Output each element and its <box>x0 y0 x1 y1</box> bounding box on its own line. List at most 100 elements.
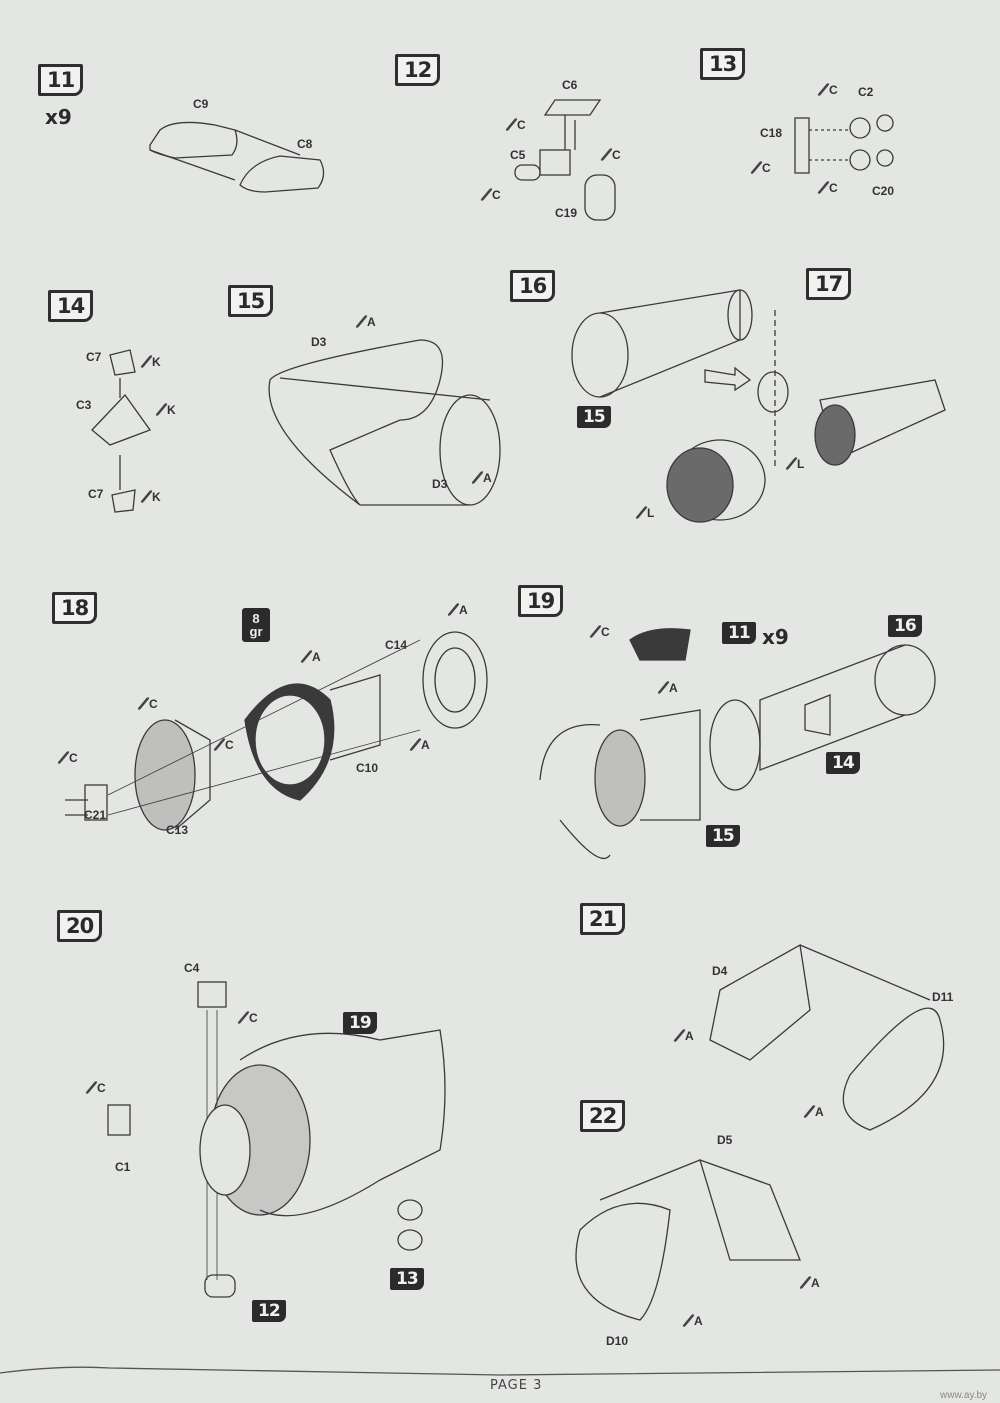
part-label: A <box>409 737 430 752</box>
footer-rule <box>0 1366 1000 1376</box>
step-number-14: 14 <box>48 290 94 322</box>
part-label: C <box>237 1010 258 1025</box>
part-label-text: C <box>249 1011 258 1025</box>
part-label: C13 <box>166 823 189 837</box>
step-number-12: 12 <box>395 54 441 86</box>
part-label: C <box>750 160 771 175</box>
part-label-text: C <box>492 188 501 202</box>
part-label: C <box>600 147 621 162</box>
part-label: L <box>635 505 654 520</box>
step-number-18: 18 <box>52 592 98 624</box>
drawing-step-16 <box>571 289 753 398</box>
step-ref-badge-14: 14 <box>826 752 860 774</box>
step-number-20: 20 <box>57 910 103 942</box>
part-label: C <box>57 750 78 765</box>
part-label: C8 <box>297 137 313 151</box>
part-label: C7 <box>88 487 104 501</box>
step-ref-badge-15: 15 <box>577 406 611 428</box>
part-label: C19 <box>555 206 578 220</box>
step-ref-badge-13: 13 <box>390 1268 424 1290</box>
part-label-text: C <box>225 738 234 752</box>
part-label: A <box>673 1028 694 1043</box>
part-label: D4 <box>712 964 728 978</box>
drawing-step-17 <box>666 310 946 523</box>
part-label: A <box>300 649 321 664</box>
step-ref-badge-11: 11 <box>722 622 756 644</box>
part-label: C <box>505 117 526 132</box>
part-label-text: A <box>483 471 492 485</box>
part-label: C14 <box>385 638 408 652</box>
part-label: C <box>213 737 234 752</box>
part-label: D11 <box>932 990 954 1004</box>
part-label: C18 <box>760 126 783 140</box>
drawing-step-14 <box>91 349 152 513</box>
part-label: A <box>803 1104 824 1119</box>
part-label: D3 <box>311 335 327 349</box>
step-number-11: 11 <box>38 64 84 96</box>
part-label: C <box>137 696 158 711</box>
part-label-text: C <box>517 118 526 132</box>
part-label: C10 <box>356 761 379 775</box>
part-label-text: C <box>829 83 838 97</box>
watermark: www.ay.by <box>940 1390 988 1401</box>
part-label-text: C <box>601 625 610 639</box>
part-label: C <box>817 82 838 97</box>
part-label: C1 <box>115 1160 131 1174</box>
step-ref-badge-12: 12 <box>252 1300 286 1322</box>
part-label-text: L <box>797 457 805 471</box>
part-label-text: A <box>815 1105 824 1119</box>
part-label: D10 <box>606 1334 629 1348</box>
part-label-text: C <box>612 148 621 162</box>
part-label: K <box>155 402 176 417</box>
part-label: A <box>657 680 678 695</box>
step-number-13: 13 <box>700 48 746 80</box>
step-number-22: 22 <box>580 1100 626 1132</box>
drawing-step-21 <box>709 943 945 1131</box>
page-number: PAGE 3 <box>490 1378 543 1393</box>
quantity-multiplier: x9 <box>762 625 789 649</box>
part-label: C <box>589 624 610 639</box>
step-number-17: 17 <box>806 268 852 300</box>
step-ref-badge-19: 19 <box>343 1012 377 1034</box>
part-label-text: K <box>152 355 161 369</box>
part-label-text: C <box>829 181 838 195</box>
part-label-text: A <box>421 738 430 752</box>
part-label-text: C <box>97 1081 106 1095</box>
drawing-step-15 <box>268 339 501 506</box>
part-label-text: A <box>685 1029 694 1043</box>
part-label-text: A <box>669 681 678 695</box>
part-label: A <box>471 470 492 485</box>
part-label: K <box>140 489 161 504</box>
part-label: L <box>785 456 805 471</box>
part-label: C2 <box>858 85 874 99</box>
drawing-step-11 <box>149 121 325 193</box>
part-label: C7 <box>86 350 102 364</box>
part-label-text: C <box>69 751 78 765</box>
part-label: A <box>447 602 468 617</box>
part-label: A <box>682 1313 703 1328</box>
part-label: C6 <box>562 78 578 92</box>
drawing-step-22 <box>575 1158 801 1321</box>
part-label: C <box>817 180 838 195</box>
part-label: C21 <box>84 808 107 822</box>
step-ref-badge-15: 15 <box>706 825 740 847</box>
part-label-text: A <box>694 1314 703 1328</box>
step-number-16: 16 <box>510 270 556 302</box>
step-number-21: 21 <box>580 903 626 935</box>
drawing-step-18 <box>65 631 488 831</box>
quantity-multiplier: x9 <box>45 105 72 129</box>
step-number-19: 19 <box>518 585 564 617</box>
drawing-step-13 <box>794 114 894 174</box>
part-label: D5 <box>717 1133 733 1147</box>
part-label-text: A <box>811 1276 820 1290</box>
part-label: A <box>799 1275 820 1290</box>
part-label-text: K <box>152 490 161 504</box>
drawing-step-12 <box>514 99 616 221</box>
part-label: C4 <box>184 961 200 975</box>
weight-text: 8 <box>252 611 260 626</box>
part-label: C20 <box>872 184 895 198</box>
part-label: A <box>355 314 376 329</box>
part-label: K <box>140 354 161 369</box>
